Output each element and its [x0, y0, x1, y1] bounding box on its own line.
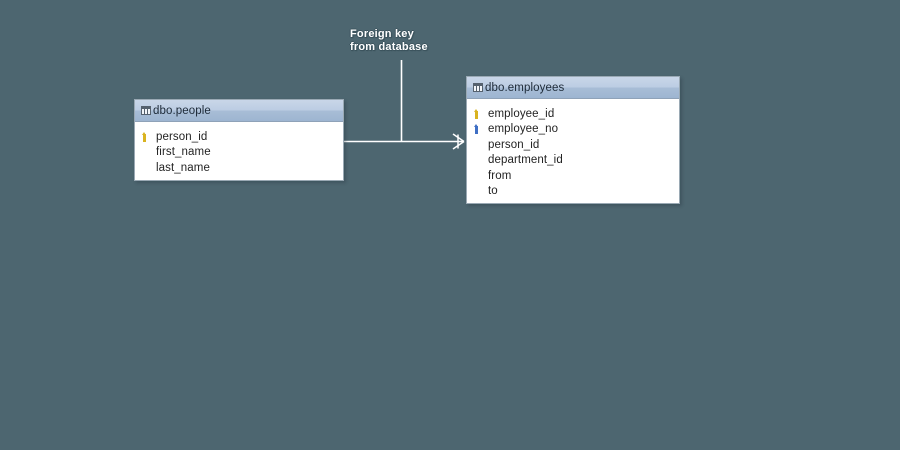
entity-header-people[interactable]: dbo.people — [135, 100, 343, 122]
field-row[interactable]: from — [467, 168, 679, 184]
key-slot — [142, 131, 156, 142]
field-name: person_id — [156, 130, 208, 143]
field-row[interactable]: first_name — [135, 145, 343, 161]
field-row[interactable]: person_id — [135, 129, 343, 145]
entity-table-people[interactable]: dbo.people person_id first_name last_nam… — [134, 99, 344, 181]
field-name: department_id — [488, 154, 563, 167]
key-slot — [474, 124, 488, 135]
annotation-label: Foreign key from database — [350, 28, 428, 53]
entity-title-people: dbo.people — [153, 104, 211, 117]
unique-key-icon — [474, 124, 479, 135]
field-row[interactable]: employee_id — [467, 106, 679, 122]
entity-field-list-people: person_id first_name last_name — [135, 122, 343, 182]
primary-key-icon — [142, 131, 147, 142]
field-name: from — [488, 169, 512, 182]
field-name: to — [488, 185, 498, 198]
field-name: first_name — [156, 146, 211, 159]
entity-table-employees[interactable]: dbo.employees employee_id employee_no pe… — [466, 76, 680, 204]
table-icon — [141, 106, 151, 115]
primary-key-icon — [474, 108, 479, 119]
entity-header-employees[interactable]: dbo.employees — [467, 77, 679, 99]
field-name: employee_no — [488, 123, 559, 136]
field-row[interactable]: department_id — [467, 153, 679, 169]
key-slot — [474, 108, 488, 119]
field-row[interactable]: last_name — [135, 160, 343, 176]
field-row[interactable]: person_id — [467, 137, 679, 153]
field-name: employee_id — [488, 107, 555, 120]
table-icon — [473, 83, 483, 92]
field-name: person_id — [488, 138, 540, 151]
field-row[interactable]: employee_no — [467, 122, 679, 138]
entity-field-list-employees: employee_id employee_no person_id depart… — [467, 99, 679, 205]
entity-title-employees: dbo.employees — [485, 81, 565, 94]
field-name: last_name — [156, 161, 210, 174]
crow-foot-marker — [452, 133, 465, 150]
field-row[interactable]: to — [467, 184, 679, 200]
